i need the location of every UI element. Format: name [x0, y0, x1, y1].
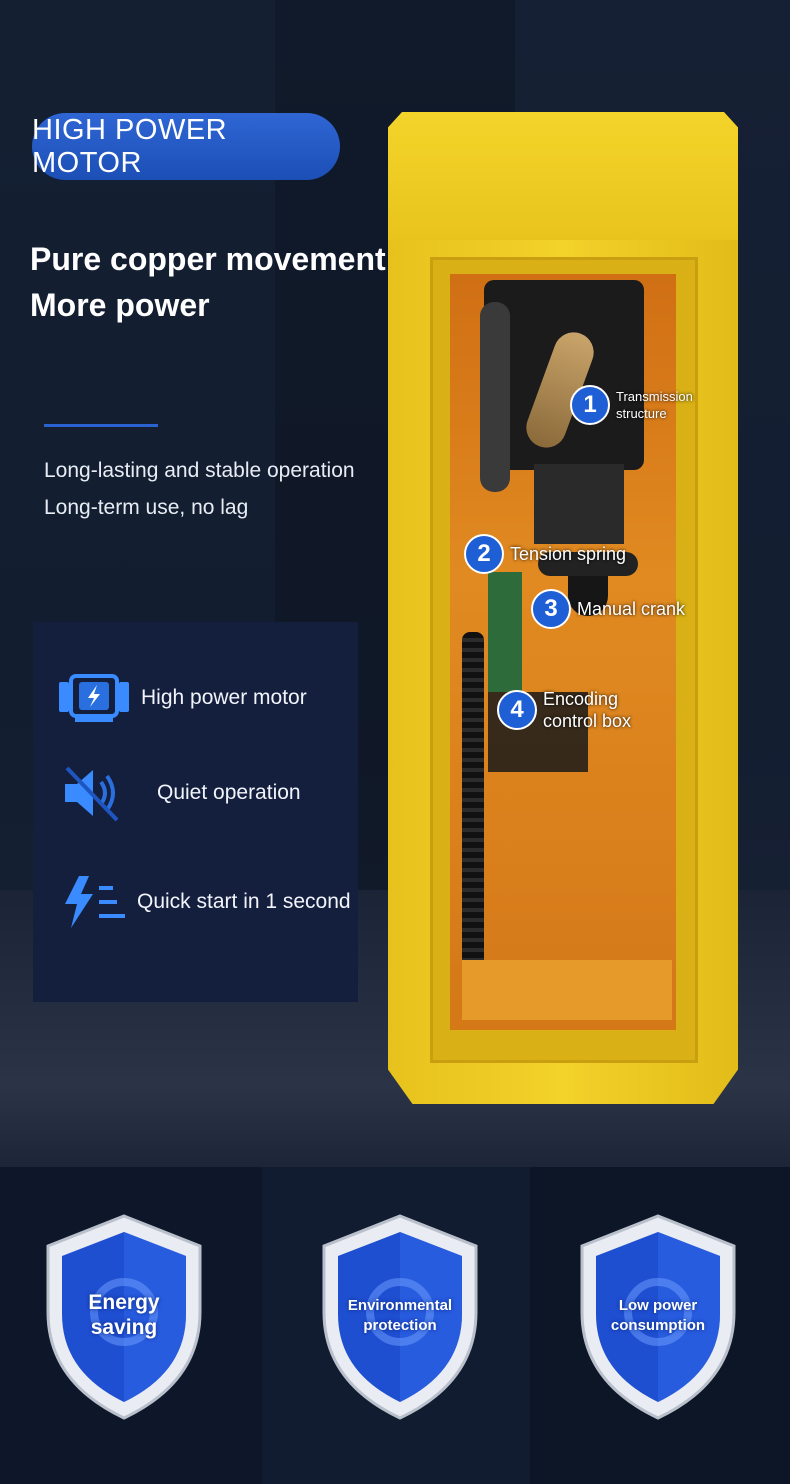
callout-transmission: 1 Transmission structure	[570, 385, 712, 425]
shield-line-1: Energy	[88, 1291, 160, 1314]
shield-line-2: protection	[363, 1317, 437, 1334]
callout-number: 2	[464, 534, 504, 574]
control-board	[488, 572, 522, 692]
crank-handle	[568, 576, 608, 616]
headline: Pure copper movement More power	[30, 236, 386, 328]
callout-manual-crank: 3 Manual crank	[531, 589, 685, 629]
subtext-line-1: Long-lasting and stable operation	[44, 459, 355, 482]
callout-label: Transmission structure	[616, 389, 693, 421]
shield-icon	[46, 1214, 202, 1420]
headline-line-2: More power	[30, 287, 210, 323]
callout-number: 4	[497, 690, 537, 730]
callout-label: Encoding control box	[543, 689, 632, 731]
divider	[44, 424, 158, 427]
shield-icon	[322, 1214, 478, 1420]
tension-spring-coil	[462, 632, 484, 1012]
shield-line-2: consumption	[610, 1317, 706, 1334]
shield-icon	[580, 1214, 736, 1420]
feature-label: High power motor	[141, 686, 307, 709]
gearbox	[534, 464, 624, 544]
barrier-cabinet	[388, 112, 738, 1104]
callout-label: Tension spring	[510, 544, 627, 564]
motor-icon	[59, 674, 129, 722]
section-badge: HIGH POWER MOTOR	[32, 113, 340, 180]
feature-quick-start: Quick start in 1 second	[61, 874, 351, 930]
shield-environmental: Environmental protection	[316, 1212, 484, 1422]
lightning-icon	[65, 876, 125, 928]
callout-label: Manual crank	[577, 599, 686, 619]
base-plate	[462, 960, 672, 1020]
spring-housing	[480, 302, 510, 492]
feature-label: Quick start in 1 second	[137, 890, 351, 913]
cabinet-top	[388, 112, 738, 240]
subtext-line-2: Long-term use, no lag	[44, 496, 249, 519]
feature-label: Quiet operation	[157, 781, 301, 804]
badge-label: HIGH POWER MOTOR	[32, 113, 228, 179]
features-panel: High power motor Quiet operation Quick s…	[33, 622, 358, 1002]
shield-energy-saving: Energy saving	[40, 1212, 208, 1422]
crank-disc	[538, 552, 638, 576]
headline-line-1: Pure copper movement	[30, 241, 386, 277]
shield-line-1: Low power	[618, 1297, 698, 1314]
callout-number: 3	[531, 589, 571, 629]
shield-line-1: Environmental	[347, 1297, 453, 1314]
mute-icon	[65, 766, 119, 822]
feature-high-power-motor: High power motor	[57, 672, 307, 724]
shield-low-power: Low power consumption	[574, 1212, 742, 1422]
callout-encoding-box: 4 Encoding control box	[497, 688, 663, 732]
callout-tension-spring: 2 Tension spring	[464, 534, 626, 574]
callout-number: 1	[570, 385, 610, 425]
shield-line-2: saving	[90, 1316, 158, 1339]
feature-quiet-operation: Quiet operation	[61, 764, 301, 822]
subtext: Long-lasting and stable operation Long-t…	[44, 452, 355, 526]
